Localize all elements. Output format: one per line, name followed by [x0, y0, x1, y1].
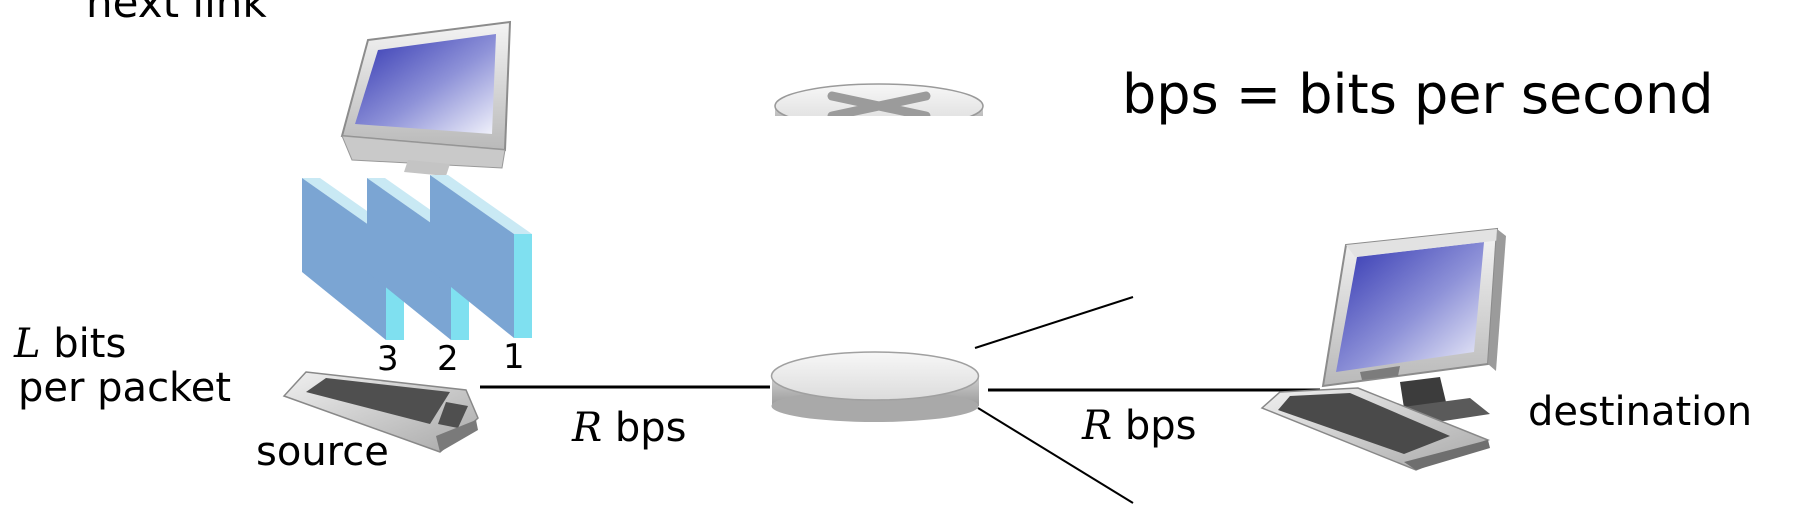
link1-rate-symbol: R [572, 405, 603, 451]
link1-rate-label: R bps [572, 408, 686, 448]
center-router-icon [770, 351, 980, 422]
next-link-label: next link [86, 0, 267, 27]
top-router-icon [770, 83, 992, 140]
packet-size-label: L bits [14, 324, 126, 364]
packet-size-second-line: per packet [18, 365, 232, 411]
link2-rate-unit: bps [1124, 403, 1197, 449]
packet-size-unit: bits [53, 321, 127, 367]
source-label: source [256, 429, 389, 475]
packet-1-shape [430, 175, 532, 338]
destination-label: destination [1528, 389, 1753, 435]
packet-number-3: 3 [377, 339, 399, 379]
packet-number-1: 1 [503, 337, 525, 377]
link2-rate-label: R bps [1082, 406, 1196, 446]
packet-size-symbol: L [14, 321, 41, 367]
source-monitor-icon [340, 20, 512, 176]
source-keyboard-icon [282, 371, 479, 453]
link-router-lower-branch [977, 407, 1134, 504]
destination-keyboard-icon [1260, 387, 1490, 471]
link2-rate-symbol: R [1082, 403, 1113, 449]
destination-monitor-icon [1321, 227, 1506, 388]
packet-number-2: 2 [437, 339, 459, 379]
link1-rate-unit: bps [614, 405, 687, 451]
link-router-upper-branch [974, 296, 1134, 349]
bps-legend: bps = bits per second [1122, 63, 1714, 126]
